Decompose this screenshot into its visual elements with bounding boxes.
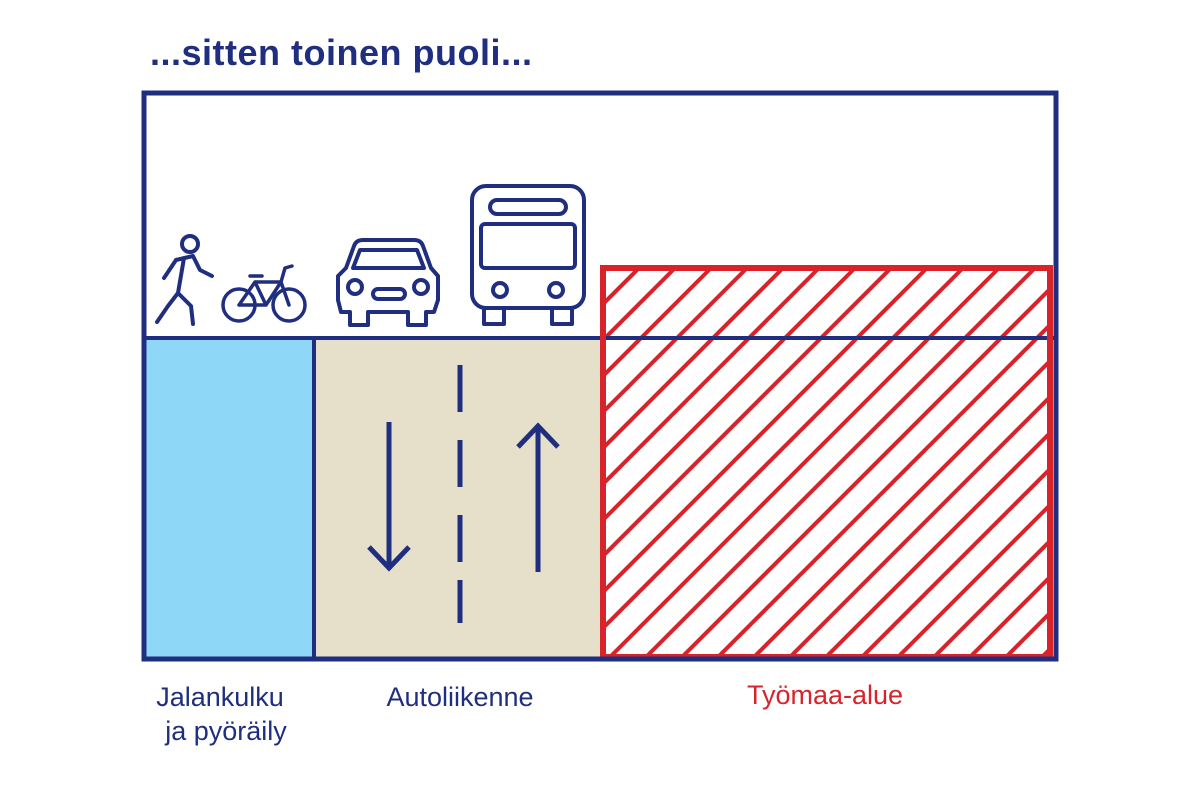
diagram-title: ...sitten toinen puoli... [150,32,533,73]
pedestrian-icon [155,234,214,326]
pedestrian-label-line2: ja pyöräily [165,716,287,746]
sidewalk-zone [146,338,314,658]
worksite-zone-label: Työmaa-alue [746,680,904,710]
car-icon [336,238,440,327]
bicycle-icon [221,264,307,323]
worksite-zone [600,265,1053,660]
arrow-up-icon [516,422,560,572]
pedestrian-zone-label: Jalankulku ja pyöräily [140,680,300,748]
traffic-zone-label: Autoliikenne [386,682,534,712]
arrow-down-icon [367,422,411,572]
bus-icon [470,184,586,326]
pedestrian-label-line1: Jalankulku [156,682,284,712]
